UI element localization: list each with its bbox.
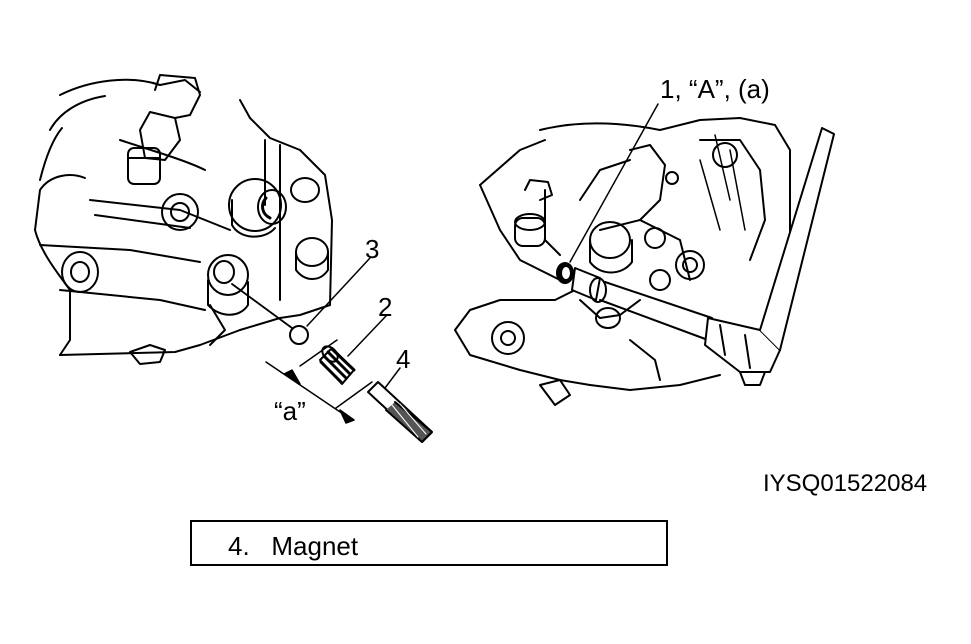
dimension-label-a: “a” bbox=[274, 396, 306, 426]
legend-number: 4. bbox=[228, 531, 250, 561]
callout-leader-2 bbox=[347, 315, 387, 357]
callout-label-3: 3 bbox=[365, 234, 380, 264]
callout-label-1: 1, “A”, (a) bbox=[660, 74, 770, 104]
left-transmission-case bbox=[34, 74, 333, 365]
detent-spring bbox=[319, 345, 356, 385]
callout-leader-4 bbox=[384, 367, 401, 389]
legend-box: 4. Magnet bbox=[190, 520, 668, 566]
callout-leader-3 bbox=[306, 257, 371, 327]
legend-entry: 4. Magnet bbox=[228, 531, 358, 562]
callout-label-2: 2 bbox=[378, 292, 393, 322]
callout-label-4: 4 bbox=[396, 344, 411, 374]
plug bbox=[556, 262, 574, 284]
magnet bbox=[367, 381, 433, 443]
detent-ball bbox=[289, 325, 309, 345]
wrench-with-socket bbox=[571, 127, 835, 386]
callout-leader-1 bbox=[569, 103, 659, 263]
figure-id: IYSQ01522084 bbox=[763, 470, 928, 497]
ball-leader-axis bbox=[231, 283, 293, 329]
dimension-a bbox=[265, 339, 373, 424]
legend-name: Magnet bbox=[271, 531, 359, 561]
